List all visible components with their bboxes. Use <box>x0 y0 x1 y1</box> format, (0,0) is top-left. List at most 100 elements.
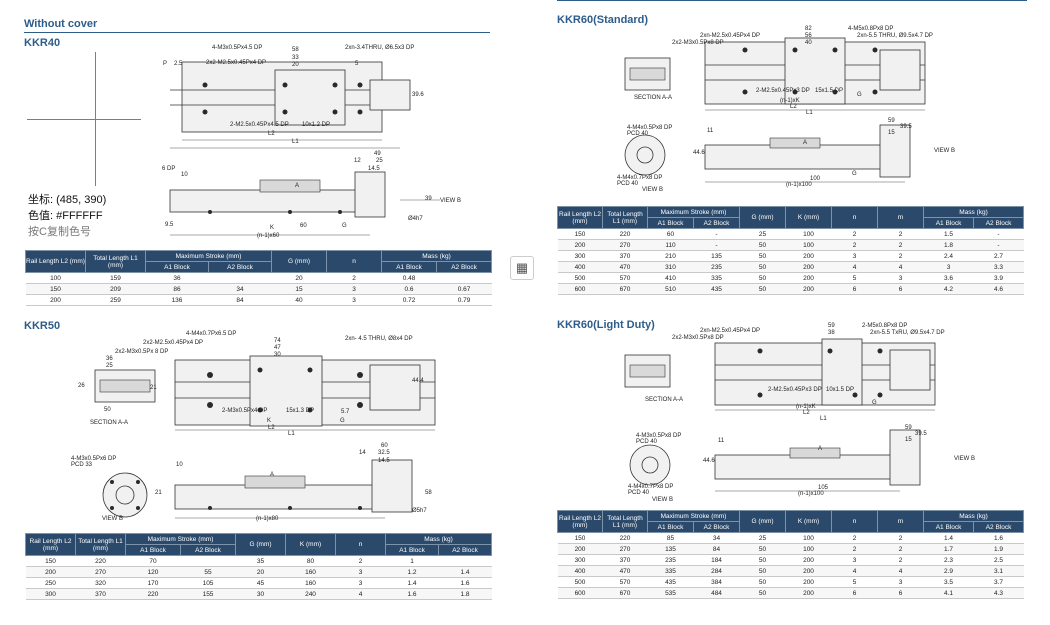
table-cell: 284 <box>693 565 740 577</box>
table-header: n <box>326 250 383 273</box>
table-cell: 235 <box>693 261 740 273</box>
table-cell: 4.2 <box>923 283 974 295</box>
table-header: Maximum Stroke (mm) <box>144 250 273 262</box>
dim-label: 6 DP <box>162 166 176 172</box>
table-cell: 3 <box>335 566 386 578</box>
table-cell: 220 <box>602 228 648 240</box>
table-cell: 30 <box>235 588 286 600</box>
table-cell: 4 <box>877 565 924 577</box>
table-header: Rail Length L2 (mm) <box>557 510 603 533</box>
dim-label: 4-M4x0.7Px6.5 DP <box>186 331 237 337</box>
dim-label: 49 <box>374 151 381 157</box>
dim-label: VIEW B <box>652 497 674 503</box>
dim-label: 14 <box>359 450 366 456</box>
table-cell: 2 <box>831 543 878 555</box>
table-cell: 470 <box>602 261 648 273</box>
dim-label: SECTION A-A <box>645 397 684 403</box>
table-cell: 3.6 <box>923 272 974 284</box>
dim-label: 4-M3x0.5Px4.5 DP <box>212 45 263 51</box>
table-cell: 2 <box>877 532 924 544</box>
dim-label: 15x1.5 DP <box>815 88 844 94</box>
table-cell: 150 <box>25 283 86 295</box>
calculator-icon[interactable]: ▦ <box>510 256 534 280</box>
dim-label: 10x1.2 DP <box>302 122 331 128</box>
dim-label: 60 <box>381 443 388 449</box>
table-cell: 80 <box>285 555 336 567</box>
dim-label: K <box>267 418 272 424</box>
table-cell: 105 <box>180 577 236 589</box>
copy-hint: 按C复制色号 <box>28 226 91 238</box>
table-cell: 220 <box>125 588 181 600</box>
table-cell: 3 <box>326 294 382 306</box>
table-subheader: A1 Block <box>145 261 209 273</box>
table-cell: 200 <box>557 543 603 555</box>
dim-label: L2 <box>268 131 275 137</box>
table-cell: 2 <box>877 228 924 240</box>
table-cell: 4 <box>831 565 878 577</box>
table-cell: 20 <box>235 566 286 578</box>
table-cell: 3 <box>831 250 878 262</box>
table-cell: 1.5 <box>923 228 974 240</box>
dim-label: SECTION A-A <box>634 95 673 101</box>
table-cell: 2 <box>831 228 878 240</box>
table-cell: 200 <box>557 239 603 251</box>
dim-label: PCD 33 <box>71 462 93 468</box>
dim-label: L1 <box>820 416 827 422</box>
dim-label: (n-1)x100 <box>786 182 812 188</box>
table-cell: 1.6 <box>973 532 1024 544</box>
kkr40-drawing <box>169 61 440 236</box>
table-cell: 200 <box>785 272 832 284</box>
dim-label: 59 <box>828 323 835 329</box>
table-cell: 2.9 <box>923 565 974 577</box>
dim-label: 30 <box>274 352 281 358</box>
table-cell: 250 <box>25 577 76 589</box>
dim-label: 10 <box>176 462 183 468</box>
table-header: m <box>877 206 925 229</box>
table-cell: 1.4 <box>923 532 974 544</box>
table-cell: 220 <box>75 555 126 567</box>
table-cell: 5 <box>831 576 878 588</box>
dim-label: 38 <box>828 330 835 336</box>
dim-label: 33 <box>292 55 299 61</box>
kkr60-standard-drawing <box>624 37 926 183</box>
dim-label: 26 <box>78 383 85 389</box>
table-header: Maximum Stroke (mm) <box>646 206 741 218</box>
table-cell <box>436 272 492 284</box>
table-cell: 210 <box>647 250 694 262</box>
table-cell: 160 <box>285 566 336 578</box>
table-cell: 470 <box>602 565 648 577</box>
table-header: K (mm) <box>285 533 337 556</box>
table-cell: 3 <box>326 283 382 295</box>
table-cell: 3.9 <box>973 272 1024 284</box>
table-cell: 2 <box>877 239 924 251</box>
crosshair-horizontal <box>27 119 141 120</box>
table-cell: 50 <box>739 543 786 555</box>
table-cell: 1 <box>385 555 439 567</box>
table-cell: 1.9 <box>973 543 1024 555</box>
dim-label: 4-M3x0.5Px6 DP <box>71 456 117 462</box>
table-cell: 300 <box>25 588 76 600</box>
dim-label: VIEW B <box>102 516 124 522</box>
dim-label: 2-M3x0.5Px4 DP <box>222 408 268 414</box>
table-header: K (mm) <box>785 510 833 533</box>
table-cell: 35 <box>235 555 286 567</box>
table-cell: 159 <box>85 272 146 284</box>
table-cell: 20 <box>271 272 327 284</box>
table-cell: 2 <box>877 543 924 555</box>
table-cell: 1.4 <box>438 566 492 578</box>
dim-label: L2 <box>268 425 275 431</box>
table-cell: 0.72 <box>381 294 437 306</box>
dim-label: 10 <box>181 172 188 178</box>
table-header: Rail Length L2 (mm) <box>557 206 603 229</box>
table-cell: 670 <box>602 283 648 295</box>
dim-label: VIEW B <box>934 148 956 154</box>
table-subheader: A1 Block <box>381 261 438 273</box>
